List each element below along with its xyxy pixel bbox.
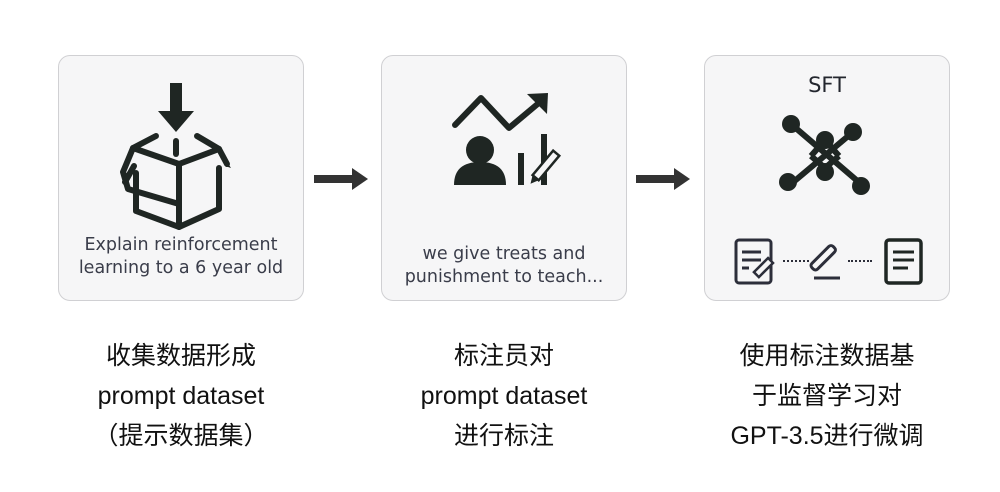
caption-line: 于监督学习对 (751, 382, 902, 410)
right-arrow-icon (634, 168, 692, 190)
caption-line: 使用标注数据基 (739, 342, 915, 370)
caption-line: 标注员对 (453, 342, 554, 370)
caption-line: 进行标注 (453, 422, 554, 450)
prompt-text: Explain reinforcement learning to a 6 ye… (59, 234, 303, 280)
prompt-text-line: learning to a 6 year old (78, 258, 284, 278)
sft-title: SFT (808, 73, 846, 97)
step-card-label: we give treats and punishment to teach..… (381, 55, 627, 301)
step-caption-label: 标注员对 prompt dataset 进行标注 (354, 336, 654, 456)
prompt-text-line: Explain reinforcement (84, 235, 278, 255)
dotted-connector (783, 260, 809, 262)
step-card-sft: SFT (704, 55, 950, 301)
caption-line: prompt dataset (97, 382, 265, 410)
answer-text: we give treats and punishment to teach..… (382, 243, 626, 289)
caption-line: GPT-3.5进行微调 (730, 422, 924, 450)
step-caption-collect: 收集数据形成 prompt dataset （提示数据集） (31, 336, 331, 456)
caption-line: （提示数据集） (93, 422, 269, 450)
answer-text-line: we give treats and (422, 244, 586, 264)
caption-line: prompt dataset (420, 382, 588, 410)
step-caption-sft: 使用标注数据基 于监督学习对 GPT-3.5进行微调 (677, 336, 977, 456)
dotted-connector (848, 260, 872, 262)
answer-text-line: punishment to teach... (404, 267, 604, 287)
caption-line: 收集数据形成 (105, 342, 256, 370)
step-card-collect: Explain reinforcement learning to a 6 ye… (58, 55, 304, 301)
right-arrow-icon (312, 168, 370, 190)
